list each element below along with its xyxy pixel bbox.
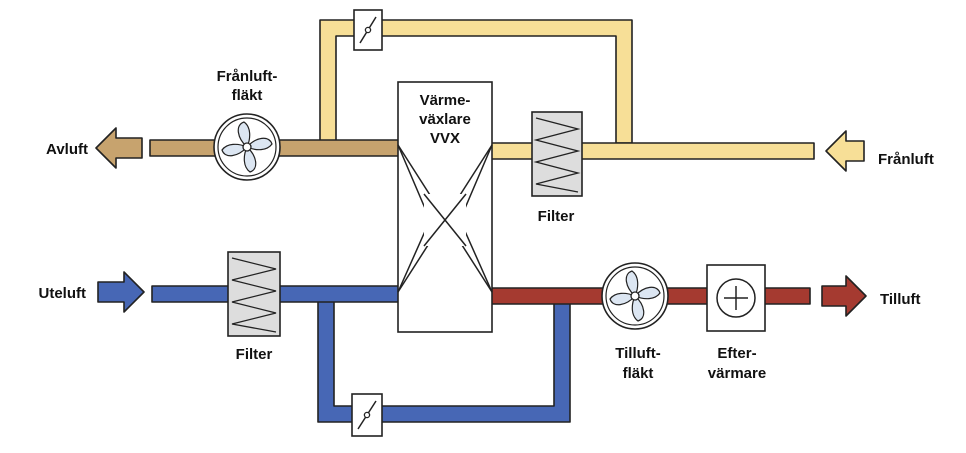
eftervarmare-label-line2: värmare [708,365,766,382]
damper-icon [351,393,383,437]
vvx-label-line1: Värme- [420,92,471,109]
franluftflakt-label-line1: Frånluft- [217,68,278,85]
tilluft-arrow [821,275,867,317]
tilluftflakt-label-line1: Tilluft- [615,345,661,362]
tilluftflakt-label-line2: fläkt [623,365,654,382]
fan-icon [601,262,669,330]
avluft-label: Avluft [46,141,88,158]
uteluft-label: Uteluft [39,285,87,302]
vvx-label-line2: växlare [419,111,471,128]
filter-icon [531,111,583,197]
tilluft-label: Tilluft [880,291,921,308]
filter-exhaust-label: Filter [538,208,575,225]
franluftflakt-label-line2: fläkt [232,87,263,104]
fan-icon [213,113,281,181]
plus-icon [706,264,766,332]
extract-air-duct [479,142,815,160]
filter-icon [227,251,281,337]
heat-exchanger: Värme- växlare VVX [397,81,493,333]
eftervarmare-label-line1: Efter- [717,345,756,362]
vvx-label-line3: VVX [430,130,460,147]
damper-icon [353,9,383,51]
filter-supply-label: Filter [236,346,273,363]
avluft-arrow [95,127,143,169]
franluft-arrow [825,130,865,172]
franluft-label: Frånluft [878,151,934,168]
uteluft-arrow [97,271,145,313]
